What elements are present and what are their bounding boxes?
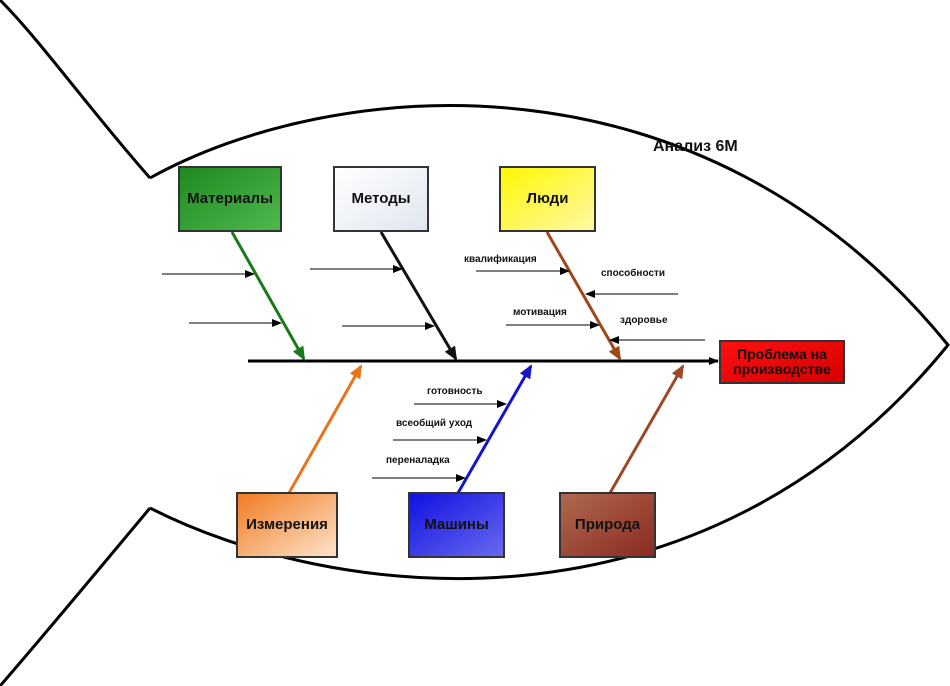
cause-label: способности xyxy=(601,268,666,279)
people-box: Люди xyxy=(526,189,569,207)
machines-box: Машины xyxy=(424,515,489,533)
fish-tail-lower xyxy=(0,507,152,686)
nature-branch xyxy=(608,364,685,494)
materials-box-bg xyxy=(178,166,282,232)
measurements-box: Измерения xyxy=(246,515,328,533)
people-box-bg xyxy=(499,166,596,232)
fish-tail-upper xyxy=(0,0,152,179)
measurements-box-bg xyxy=(236,492,338,558)
people-branch xyxy=(545,231,622,361)
cause-label: мотивация xyxy=(513,307,567,318)
cause-label: переналадка xyxy=(386,455,450,466)
machines-branch xyxy=(456,364,533,494)
methods-box: Методы xyxy=(351,189,411,207)
nature-box-bg xyxy=(559,492,656,558)
materials-box: Материалы xyxy=(187,189,273,207)
machines-box-bg xyxy=(408,492,505,558)
methods-branch xyxy=(379,231,458,361)
fish-body-outline xyxy=(149,104,950,580)
problem-box-bg xyxy=(719,340,845,384)
materials-branch xyxy=(230,231,306,361)
measurements-branch xyxy=(287,364,363,494)
cause-label: готовность xyxy=(427,386,483,397)
problem-box: Проблема на производстве xyxy=(733,345,831,377)
nature-box: Природа xyxy=(574,515,641,533)
methods-box-bg xyxy=(333,166,429,232)
cause-label: здоровье xyxy=(620,315,668,326)
cause-label: квалификация xyxy=(464,254,537,265)
diagram-title: Анализ 6М xyxy=(653,138,738,155)
cause-label: всеобщий уход xyxy=(396,418,473,429)
